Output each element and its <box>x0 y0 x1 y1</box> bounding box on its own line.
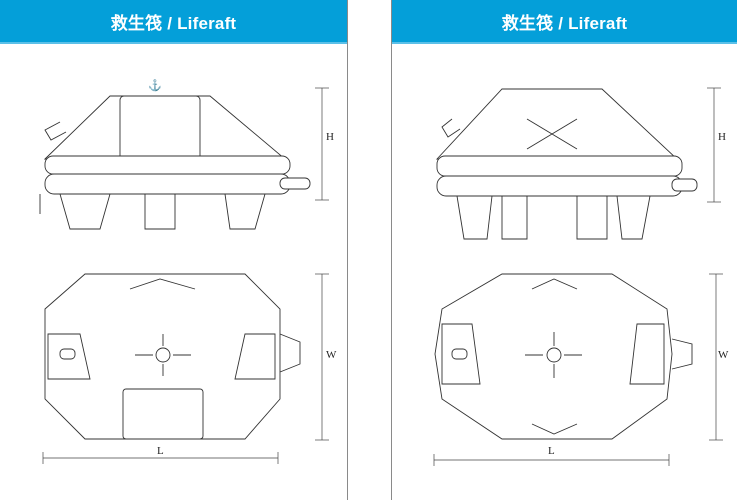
liferaft-panel-1: 救生筏 / Liferaft ⚓ H <box>0 0 348 500</box>
top-view <box>434 273 693 440</box>
svg-text:H: H <box>326 131 334 143</box>
panel-title: 救生筏 / Liferaft <box>392 0 737 44</box>
length-dimension: L <box>42 445 279 464</box>
svg-text:⚓: ⚓ <box>148 79 162 92</box>
length-dimension: L <box>433 445 670 466</box>
liferaft-panel-2: 救生筏 / Liferaft H W <box>391 0 737 500</box>
panel-title: 救生筏 / Liferaft <box>0 0 347 44</box>
width-dimension: W <box>315 273 337 441</box>
liferaft-drawing: H W L <box>433 87 729 466</box>
svg-text:H: H <box>718 131 726 143</box>
side-view <box>435 88 698 240</box>
svg-text:W: W <box>718 349 729 361</box>
liferaft-drawing: ⚓ H W L <box>39 79 337 464</box>
svg-text:L: L <box>548 445 555 457</box>
top-view <box>44 273 301 440</box>
height-dimension: H <box>315 87 334 201</box>
height-dimension: H <box>707 87 726 203</box>
svg-text:W: W <box>326 349 337 361</box>
side-view: ⚓ <box>39 79 311 230</box>
width-dimension: W <box>709 273 729 441</box>
svg-text:L: L <box>157 445 164 457</box>
